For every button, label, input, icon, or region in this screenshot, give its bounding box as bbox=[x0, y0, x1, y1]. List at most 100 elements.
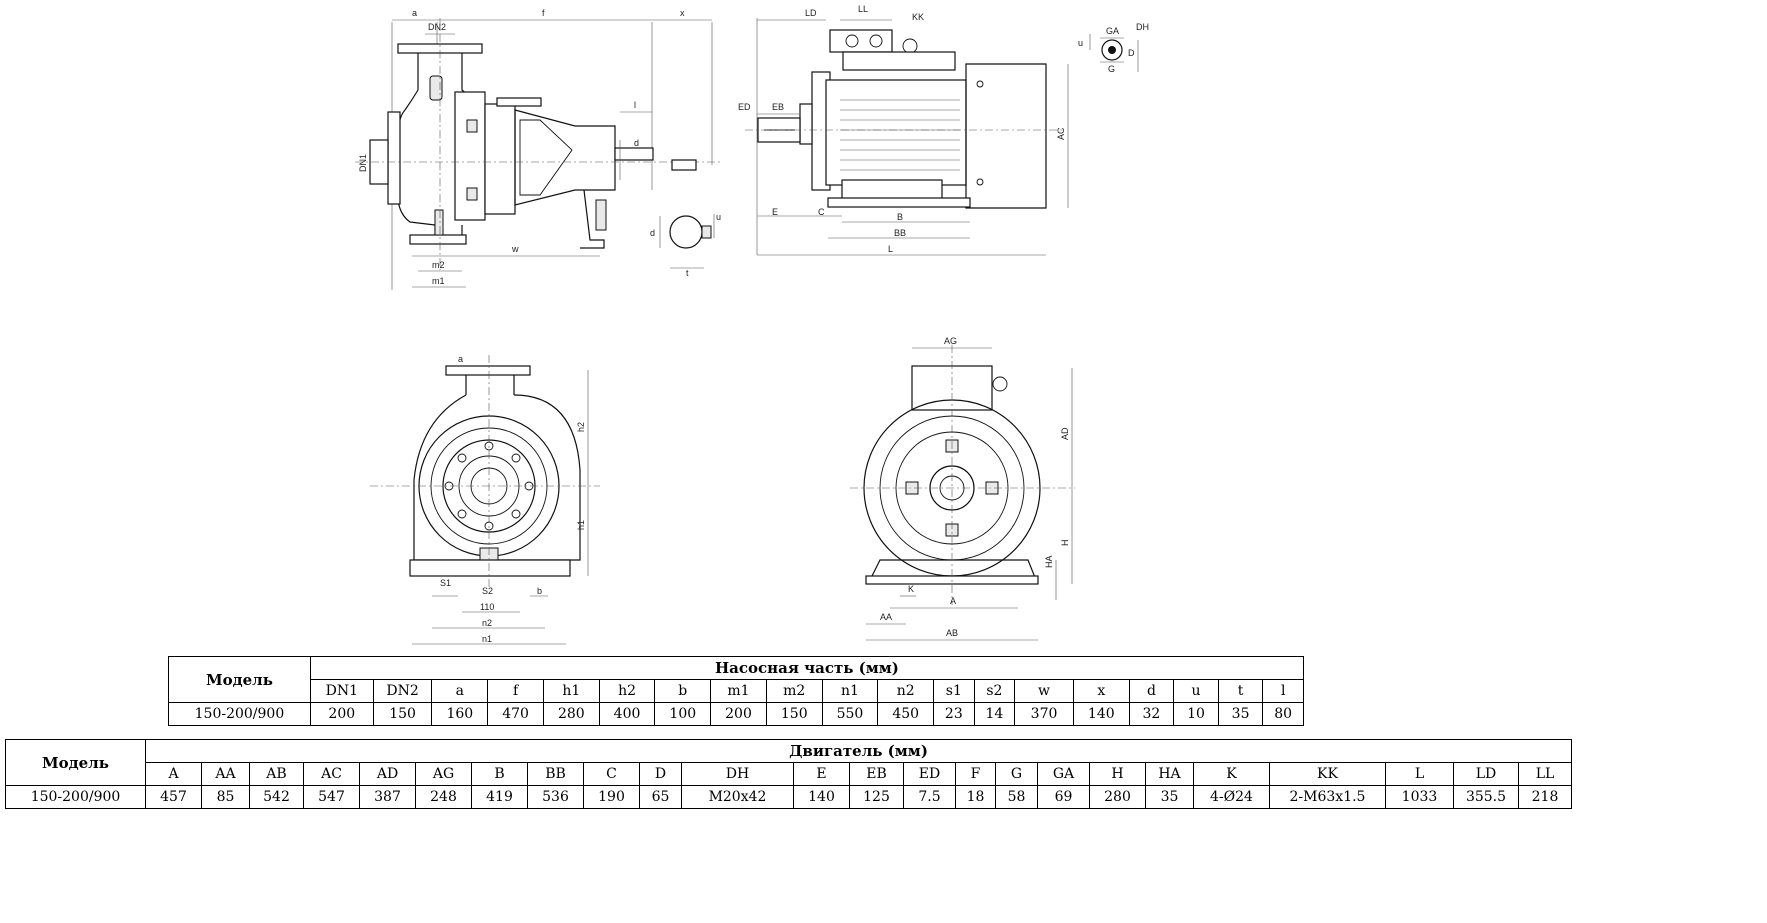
svg-text:u: u bbox=[716, 212, 721, 222]
svg-text:n2: n2 bbox=[482, 618, 492, 628]
svg-text:D: D bbox=[1128, 48, 1135, 58]
value-cell: 65 bbox=[639, 785, 682, 809]
value-cell: 80 bbox=[1262, 702, 1304, 726]
value-cell: 457 bbox=[145, 785, 202, 809]
svg-text:S1: S1 bbox=[440, 578, 451, 588]
column-header: t bbox=[1217, 679, 1264, 703]
column-header: KK bbox=[1269, 762, 1386, 786]
motor-model-header: Модель bbox=[5, 739, 146, 786]
svg-text:HA: HA bbox=[1044, 555, 1054, 568]
technical-drawing: a DN2 f x DN1 l d w m2 m1 u d t bbox=[355, 4, 1149, 645]
value-cell: 190 bbox=[583, 785, 640, 809]
svg-text:G: G bbox=[1108, 64, 1115, 74]
column-header: B bbox=[471, 762, 528, 786]
svg-text:C: C bbox=[818, 207, 825, 217]
column-header: D bbox=[639, 762, 682, 786]
svg-text:w: w bbox=[511, 244, 519, 254]
svg-text:DN2: DN2 bbox=[428, 22, 446, 32]
value-cell: 150 bbox=[372, 702, 433, 726]
column-header: w bbox=[1014, 679, 1074, 703]
column-header: L bbox=[1385, 762, 1454, 786]
column-header: s2 bbox=[973, 679, 1016, 703]
svg-text:h2: h2 bbox=[576, 422, 586, 432]
svg-text:m2: m2 bbox=[432, 260, 445, 270]
value-cell: 160 bbox=[431, 702, 489, 726]
value-cell: 450 bbox=[877, 702, 935, 726]
value-cell: 536 bbox=[527, 785, 584, 809]
svg-text:u: u bbox=[1078, 38, 1083, 48]
value-cell: 200 bbox=[309, 702, 374, 726]
model-cell: 150-200/900 bbox=[168, 702, 311, 726]
pump-column-headers: DN1 DN2 a f h1 h2 b m1 m2 n1 n2 s1 s2 w … bbox=[169, 679, 1304, 703]
column-header: AA bbox=[201, 762, 250, 786]
value-cell: 140 bbox=[793, 785, 850, 809]
column-header: n1 bbox=[821, 679, 879, 703]
column-header: m2 bbox=[765, 679, 823, 703]
svg-text:A: A bbox=[950, 596, 956, 606]
value-cell: 550 bbox=[821, 702, 879, 726]
column-header: GA bbox=[1037, 762, 1090, 786]
value-cell: 140 bbox=[1072, 702, 1130, 726]
column-header: l bbox=[1262, 679, 1304, 703]
svg-text:t: t bbox=[686, 268, 689, 278]
model-cell: 150-200/900 bbox=[5, 785, 146, 809]
pump-side-view: a DN2 f x DN1 l d w m2 m1 u d t bbox=[355, 8, 721, 290]
value-cell: 69 bbox=[1037, 785, 1090, 809]
pump-model-header: Модель bbox=[168, 656, 311, 703]
column-header: EB bbox=[849, 762, 904, 786]
motor-spec-table: Модель Двигатель (мм) A AA AB AC AD AG B… bbox=[5, 739, 1572, 809]
column-header: A bbox=[145, 762, 202, 786]
svg-text:AG: AG bbox=[944, 336, 957, 346]
svg-text:d: d bbox=[634, 138, 639, 148]
value-cell: 2-M63x1.5 bbox=[1269, 785, 1386, 809]
column-header: u bbox=[1173, 679, 1219, 703]
value-cell: 470 bbox=[487, 702, 544, 726]
column-header: G bbox=[995, 762, 1038, 786]
svg-text:f: f bbox=[542, 8, 545, 18]
shaft-key-detail: GA DH u G D bbox=[1078, 22, 1149, 74]
svg-text:L: L bbox=[888, 244, 893, 254]
column-header: AB bbox=[249, 762, 304, 786]
motor-column-headers: A AA AB AC AD AG B BB C D DH E EB ED F G… bbox=[6, 762, 1572, 786]
value-cell: 7.5 bbox=[903, 785, 956, 809]
column-header: b bbox=[654, 679, 712, 703]
value-cell: 4-Ø24 bbox=[1193, 785, 1270, 809]
value-cell: 150 bbox=[765, 702, 823, 726]
svg-text:a: a bbox=[412, 8, 417, 18]
column-header: DN1 bbox=[309, 679, 374, 703]
column-header: AD bbox=[359, 762, 416, 786]
value-cell: 200 bbox=[710, 702, 767, 726]
column-header: H bbox=[1089, 762, 1146, 786]
column-header: s1 bbox=[933, 679, 975, 703]
svg-text:110: 110 bbox=[480, 602, 494, 612]
motor-section-header: Двигатель (мм) bbox=[145, 739, 1572, 763]
column-header: f bbox=[487, 679, 544, 703]
value-cell: 370 bbox=[1014, 702, 1074, 726]
column-header: ED bbox=[903, 762, 956, 786]
column-header: x bbox=[1072, 679, 1130, 703]
motor-front-view: AG AD H HA K A AA AB bbox=[850, 336, 1075, 641]
column-header: LL bbox=[1518, 762, 1572, 786]
svg-text:LD: LD bbox=[805, 8, 817, 18]
column-header: BB bbox=[527, 762, 584, 786]
value-cell: 18 bbox=[955, 785, 996, 809]
svg-text:d: d bbox=[650, 228, 655, 238]
svg-text:DN1: DN1 bbox=[358, 154, 368, 172]
column-header: LD bbox=[1453, 762, 1519, 786]
column-header: DH bbox=[681, 762, 794, 786]
value-cell: M20x42 bbox=[681, 785, 794, 809]
value-cell: 248 bbox=[415, 785, 472, 809]
svg-text:DH: DH bbox=[1136, 22, 1149, 32]
svg-text:ED: ED bbox=[738, 102, 751, 112]
column-header: E bbox=[793, 762, 850, 786]
value-cell: 32 bbox=[1128, 702, 1175, 726]
svg-text:B: B bbox=[897, 212, 903, 222]
value-cell: 280 bbox=[542, 702, 600, 726]
column-header: K bbox=[1193, 762, 1270, 786]
value-cell: 100 bbox=[654, 702, 712, 726]
pump-front-view: a h2 h1 S1 S2 110 b n2 n1 bbox=[370, 354, 600, 645]
column-header: AC bbox=[303, 762, 360, 786]
value-cell: 14 bbox=[973, 702, 1016, 726]
column-header: h1 bbox=[542, 679, 600, 703]
svg-text:n1: n1 bbox=[482, 634, 492, 644]
